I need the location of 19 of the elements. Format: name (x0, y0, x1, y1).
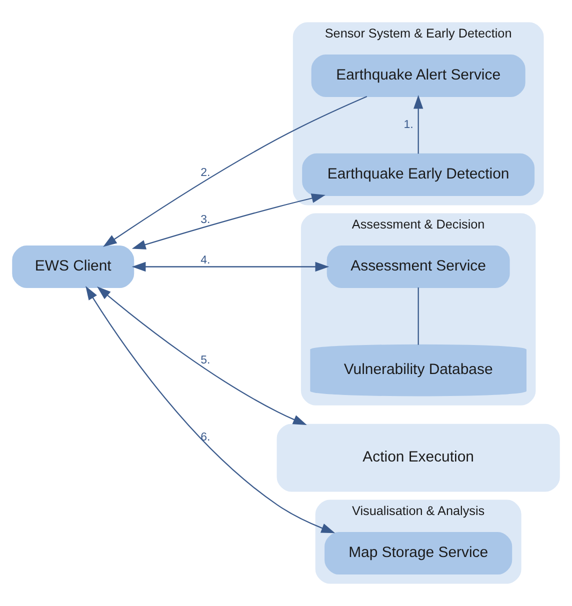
node-box: Assessment Service (326, 245, 510, 288)
arrow (132, 194, 326, 250)
node-box: Map Storage Service (324, 532, 512, 575)
edge-label: 4. (200, 254, 210, 266)
node-box: Action Execution (276, 424, 560, 492)
connector (418, 288, 419, 345)
edge-label: 2. (200, 166, 210, 179)
arrow (86, 286, 336, 534)
edge-label: 6. (200, 432, 210, 444)
edge-label: 3. (200, 214, 210, 226)
node-box: EWS Client (12, 245, 134, 288)
node-box: Earthquake Alert Service (311, 54, 526, 98)
arrow (132, 262, 330, 272)
edge-label: 1. (404, 119, 414, 132)
arrow (413, 94, 424, 154)
node-box: Earthquake Early Detection (302, 153, 535, 196)
arrow (103, 96, 368, 247)
edge-label: 5. (200, 354, 210, 366)
arrow (97, 286, 307, 425)
